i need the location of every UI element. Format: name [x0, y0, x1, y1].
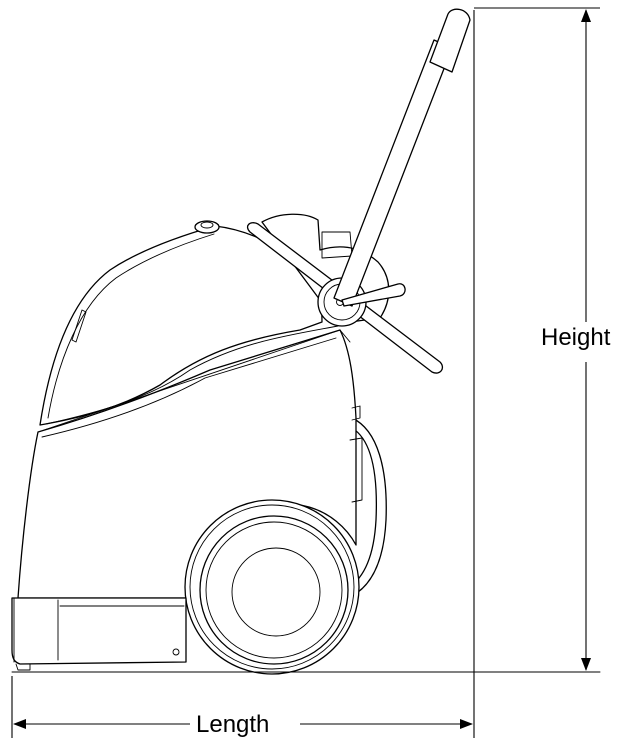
hose-loop [347, 417, 387, 597]
height-dimension [474, 7, 600, 671]
fill-cap [194, 220, 220, 234]
length-dimension [11, 10, 475, 738]
rear-wheel [184, 499, 360, 675]
main-handle [333, 8, 471, 307]
handle-lock-lever [341, 283, 406, 307]
main-body [17, 329, 363, 599]
length-label: Length [196, 711, 269, 738]
height-label: Height [541, 324, 611, 351]
front-base [11, 597, 187, 671]
